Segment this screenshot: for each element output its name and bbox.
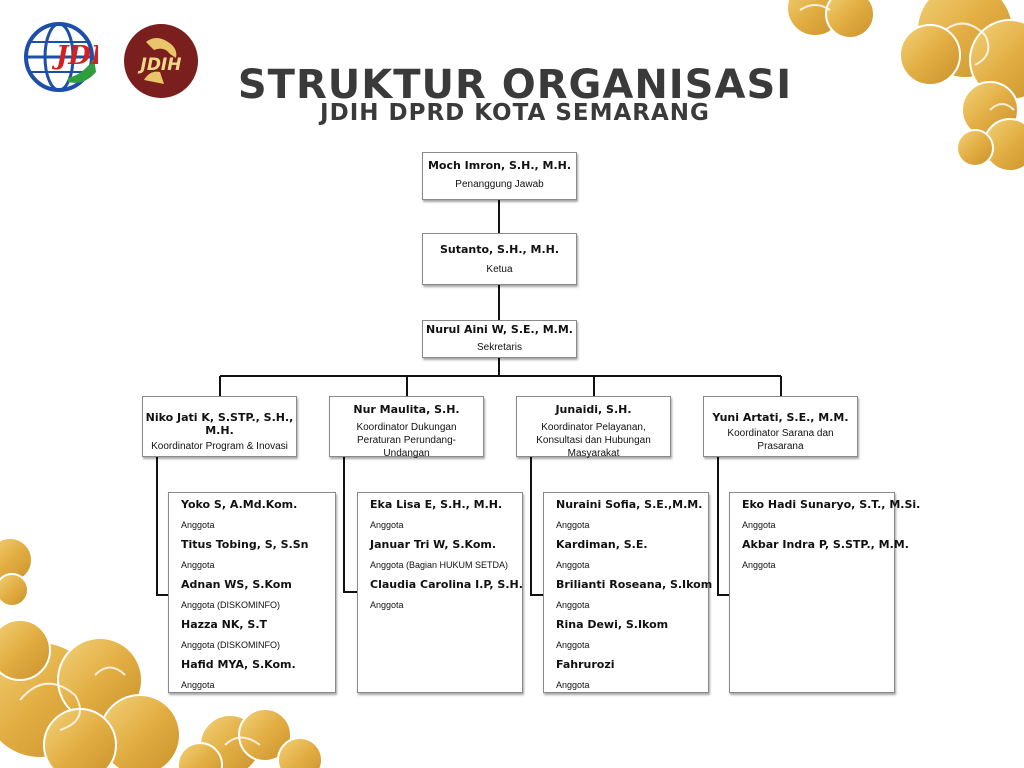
org-box-coordinator-perundang-undangan: Nur Maulita, S.H. Koordinator Dukungan P… [329,396,484,459]
member-list-pelayanan: Nuraini Sofia, S.E.,M.M. Anggota Kardima… [543,492,713,693]
member-name: Adnan WS, S.Kom [181,578,292,591]
member-name: Brilianti Roseana, S.Ikom [556,578,713,591]
org-box-coordinator-sarana-prasarana: Yuni Artati, S.E., M.M. Koordinator Sara… [703,396,858,457]
person-name: Sutanto, S.H., M.H. [439,243,560,256]
member-role: Anggota [742,520,776,530]
member-name: Yoko S, A.Md.Kom. [181,498,298,511]
member-role: Anggota (DISKOMINFO) [181,600,281,610]
member-role: Anggota [556,680,590,690]
person-name: Nur Maulita, S.H. [353,403,460,416]
member-name: Titus Tobing, S, S.Sn [181,538,309,551]
member-name: Eko Hadi Sunaryo, S.T., M.Si. [742,498,921,511]
member-name: Fahrurozi [556,658,615,671]
member-name: Claudia Carolina I.P, S.H. [370,578,523,591]
svg-text:JDIH: JDIH [138,55,182,75]
person-role: Koordinator Sarana dan Prasarana [727,428,834,452]
member-name: Hafid MYA, S.Kom. [181,658,296,671]
member-role: Anggota (DISKOMINFO) [181,640,281,650]
member-role: Anggota [181,560,215,570]
member-name: Eka Lisa E, S.H., M.H. [370,498,503,511]
page-subtitle: JDIH DPRD KOTA SEMARANG [320,100,710,126]
jdih-red-emblem-logo: JDIH [122,22,200,100]
member-role: Anggota [370,600,404,610]
person-name: Yuni Artati, S.E., M.M. [712,411,849,424]
member-name: Nuraini Sofia, S.E.,M.M. [556,498,703,511]
member-role: Anggota [370,520,404,530]
org-box-ketua: Sutanto, S.H., M.H. Ketua [422,233,577,285]
member-list-perundang-undangan: Eka Lisa E, S.H., M.H. Anggota Januar Tr… [357,492,523,693]
member-role: Anggota [556,560,590,570]
member-list-sarana-prasarana: Eko Hadi Sunaryo, S.T., M.Si. Anggota Ak… [729,492,921,693]
member-name: Januar Tri W, S.Kom. [370,538,497,551]
member-role: Anggota [181,520,215,530]
org-box-coordinator-pelayanan: Junaidi, S.H. Koordinator Pelayanan, Kon… [516,396,671,459]
member-role: Anggota [742,560,776,570]
member-role: Anggota [556,640,590,650]
member-role: Anggota [181,680,215,690]
person-name: Niko Jati K, S.STP., S.H., M.H. [145,411,294,437]
person-role: Ketua [486,264,513,275]
person-role: Sekretaris [476,342,522,353]
member-name: Rina Dewi, S.Ikom [556,618,669,631]
member-role: Anggota [556,600,590,610]
member-name: Akbar Indra P, S.STP., M.M. [742,538,909,551]
person-role: Koordinator Program & Inovasi [151,441,288,452]
person-name: Nurul Aini W, S.E., M.M. [426,323,573,336]
page-title: STRUKTUR ORGANISASI [237,62,793,108]
person-name: Moch Imron, S.H., M.H. [427,159,572,172]
member-list-program-inovasi: Yoko S, A.Md.Kom. Anggota Titus Tobing, … [168,492,336,693]
org-box-coordinator-program-inovasi: Niko Jati K, S.STP., S.H., M.H. Koordina… [142,396,297,457]
person-role: Koordinator Pelayanan, Konsultasi dan Hu… [536,422,651,459]
person-role: Penanggung Jawab [455,179,544,190]
member-name: Hazza NK, S.T [181,618,268,631]
member-role: Anggota (Bagian HUKUM SETDA) [370,560,509,570]
person-role: Koordinator Dukungan Peraturan Perundang… [356,422,457,459]
person-name: Junaidi, S.H. [555,403,632,416]
member-name: Kardiman, S.E. [556,538,648,551]
org-box-penanggung-jawab: Moch Imron, S.H., M.H. Penanggung Jawab [422,152,577,200]
member-role: Anggota [556,520,590,530]
org-box-sekretaris: Nurul Aini W, S.E., M.M. Sekretaris [422,320,577,358]
